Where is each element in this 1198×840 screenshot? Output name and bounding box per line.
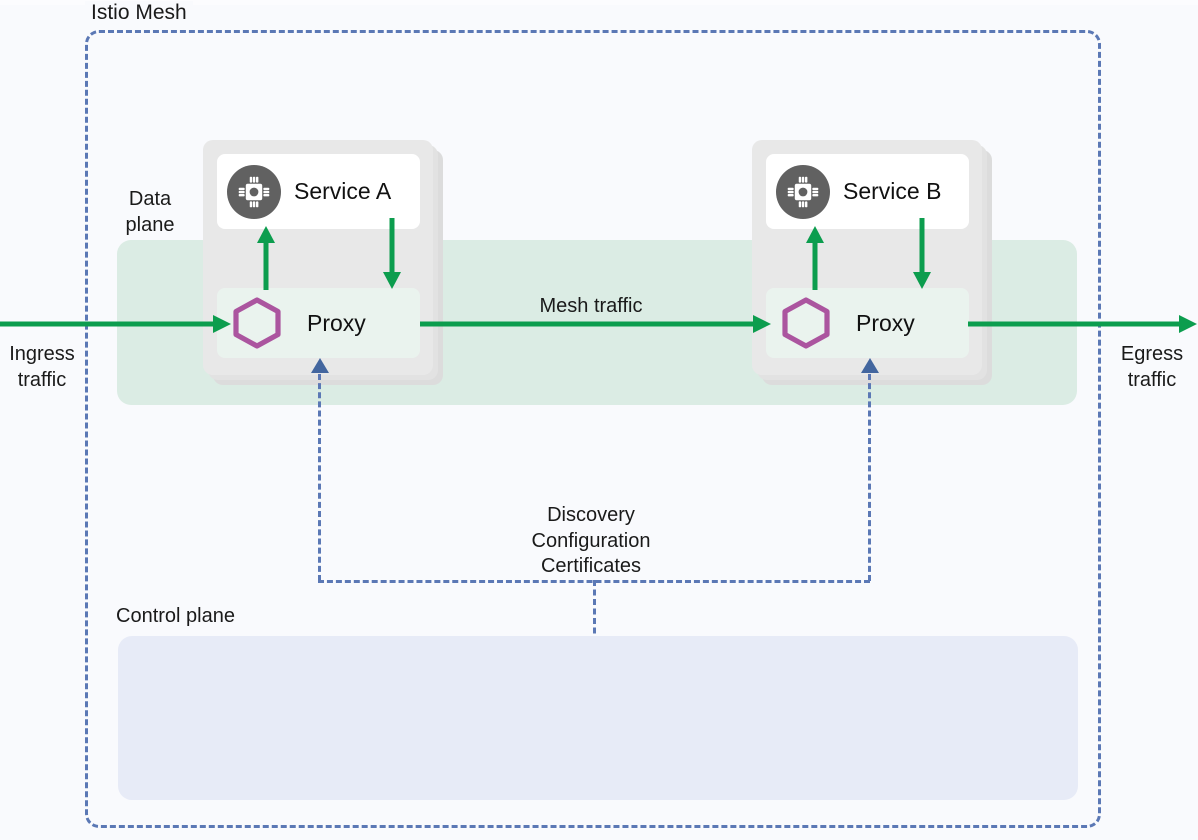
proxy-label: Proxy	[307, 309, 366, 336]
ingress-traffic-arrow	[0, 313, 232, 335]
proxy-card-b[interactable]: Proxy	[766, 288, 969, 358]
istio-mesh-boundary	[85, 30, 1101, 828]
service-card-a[interactable]: Service A	[217, 154, 420, 229]
data-plane-label-line1: Data	[128, 188, 172, 210]
control-connector-a	[318, 374, 321, 581]
control-arrow-head-b	[860, 358, 880, 374]
istio-mesh-title: Istio Mesh	[85, 1, 193, 25]
mesh-traffic-arrow	[420, 313, 772, 335]
proxy-label: Proxy	[856, 309, 915, 336]
pod-service-a: Service A Proxy	[203, 140, 443, 385]
pod-body: Service A Proxy	[203, 140, 433, 375]
cpu-chip-icon	[776, 164, 830, 219]
egress-traffic-label: Egress traffic	[1108, 341, 1196, 393]
service-card-b[interactable]: Service B	[766, 154, 969, 229]
egress-label-line2: traffic	[1127, 369, 1177, 391]
pod-body: Service B Proxy	[752, 140, 982, 375]
ingress-label-line2: traffic	[17, 369, 67, 391]
ingress-traffic-label: Ingress traffic	[0, 341, 84, 393]
discovery-line-2: Configuration	[531, 529, 651, 552]
egress-label-line1: Egress	[1120, 343, 1184, 365]
control-connector-b	[868, 374, 871, 581]
service-name-label: Service A	[294, 178, 392, 204]
data-plane-label-line2: plane	[125, 214, 175, 236]
proxy-card-a[interactable]: Proxy	[217, 288, 420, 358]
discovery-line-1: Discovery	[547, 504, 635, 526]
control-connector-istiod	[593, 580, 596, 662]
top-strip	[0, 0, 1198, 5]
control-plane-box: istiod Pilot Citadel Galley	[118, 636, 1078, 800]
cpu-chip-icon	[227, 164, 281, 219]
service-name-label: Service B	[843, 178, 942, 204]
data-plane-label: Data plane	[114, 186, 186, 238]
envoy-hexagon-icon	[229, 295, 285, 351]
discovery-configuration-certificates-label: Discovery Configuration Certificates	[508, 503, 674, 580]
arrow-service-b-to-proxy	[912, 218, 932, 290]
mesh-traffic-label: Mesh traffic	[539, 295, 643, 317]
pod-service-b: Service B Proxy	[752, 140, 992, 385]
envoy-hexagon-icon	[778, 295, 834, 351]
egress-traffic-arrow	[968, 313, 1198, 335]
discovery-line-3: Certificates	[540, 555, 642, 577]
control-arrow-head-a	[310, 358, 330, 374]
arrow-service-a-to-proxy	[382, 218, 402, 290]
arrow-proxy-to-service-b	[805, 225, 825, 290]
control-plane-label: Control plane	[116, 605, 235, 627]
ingress-label-line1: Ingress	[9, 343, 75, 365]
arrow-proxy-to-service-a	[256, 225, 276, 290]
